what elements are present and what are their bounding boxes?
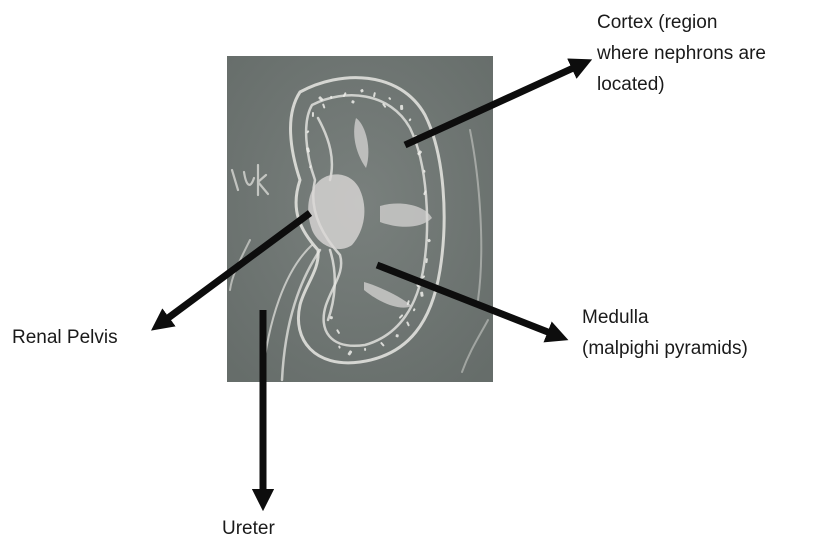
cortex-label-line-1: Cortex (region	[597, 7, 766, 38]
ureter-label-text: Ureter	[222, 513, 275, 542]
renal-pelvis-label-text: Renal Pelvis	[12, 322, 118, 353]
cortex-label-line-3: located)	[597, 69, 766, 100]
chalk-dot	[400, 105, 403, 110]
medulla-label-line-1: Medulla	[582, 302, 748, 333]
cortex-label: Cortex (region where nephrons are locate…	[597, 7, 766, 100]
medulla-label-line-2: (malpighi pyramids)	[582, 333, 748, 364]
medulla-label: Medulla (malpighi pyramids)	[582, 302, 748, 364]
chalkboard-photo	[227, 56, 493, 382]
renal-pelvis-label: Renal Pelvis	[12, 322, 118, 353]
cortex-label-line-2: where nephrons are	[597, 38, 766, 69]
ureter-label: Ureter	[222, 513, 275, 542]
chalk-dot	[312, 112, 314, 117]
chalk-dot	[330, 316, 333, 319]
